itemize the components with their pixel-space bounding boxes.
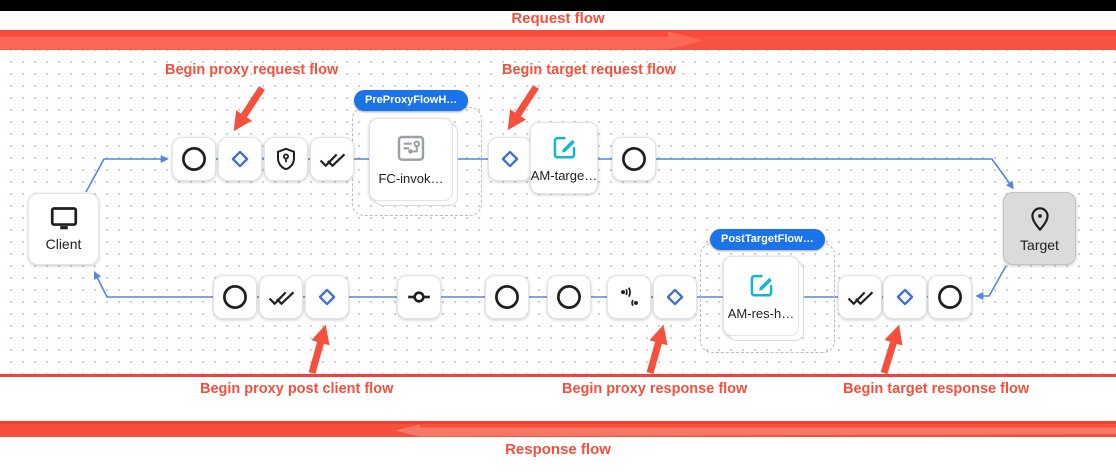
response-flow-arrow	[395, 424, 1116, 437]
step-target-response-condition[interactable]	[883, 275, 927, 319]
inline-connector-icon	[408, 291, 430, 303]
step-proxy-response-condition[interactable]	[653, 275, 697, 319]
diamond-icon	[231, 150, 249, 168]
annotation-target-response: Begin target response flow	[843, 381, 1030, 397]
assign-message-response-label: AM-res-h…	[727, 305, 795, 321]
step-target-request-end[interactable]	[612, 137, 656, 181]
request-flow-label: Request flow	[511, 10, 605, 27]
request-flow-bar	[0, 30, 1116, 50]
circle-icon	[495, 285, 519, 309]
annotation-proxy-response: Begin proxy response flow	[562, 381, 748, 397]
diamond-icon	[318, 288, 336, 306]
assign-message-target-label: AM-targe…	[530, 167, 598, 183]
monitor-icon	[50, 207, 77, 230]
assign-message-response-step[interactable]: AM-res-h…	[723, 256, 799, 336]
annotation-target-request: Begin target request flow	[502, 62, 677, 78]
location-pin-icon	[1030, 206, 1049, 231]
step-proxy-request-start[interactable]	[172, 137, 216, 181]
step-security-policy[interactable]	[264, 137, 308, 181]
assign-message-target-step[interactable]: AM-targe…	[530, 122, 598, 194]
flow-callout-label: FC-invok…	[378, 170, 444, 186]
flow-callout-icon	[397, 135, 425, 161]
step-inline-connector[interactable]	[397, 275, 441, 319]
response-flow-bar	[0, 424, 1116, 437]
circle-icon	[622, 147, 646, 171]
edit-square-icon	[553, 136, 575, 159]
step-target-request-condition[interactable]	[488, 137, 532, 181]
annotation-proxy-request: Begin proxy request flow	[165, 62, 339, 78]
signal-icon	[620, 286, 638, 306]
step-proxy-response-circle-1[interactable]	[485, 275, 529, 319]
diamond-icon	[666, 288, 684, 306]
step-telemetry-policy[interactable]	[607, 275, 651, 319]
step-post-client-verify[interactable]	[259, 275, 303, 319]
response-flow-bar-edge	[0, 421, 1116, 424]
step-proxy-response-circle-2[interactable]	[547, 275, 591, 319]
circle-icon	[223, 285, 247, 309]
client-node[interactable]: Client	[28, 193, 99, 265]
diamond-icon	[896, 288, 914, 306]
canvas-bottom-border	[0, 374, 1116, 377]
client-label: Client	[45, 236, 82, 252]
double-check-icon	[847, 291, 873, 306]
step-post-client-end[interactable]	[213, 275, 257, 319]
target-node[interactable]: Target	[1003, 192, 1076, 265]
double-check-icon	[268, 291, 294, 306]
step-verify-policy[interactable]	[310, 137, 354, 181]
shield-key-icon	[277, 147, 295, 171]
step-target-response-start[interactable]	[928, 275, 972, 319]
window-chrome-bar	[0, 0, 1116, 11]
post-target-flowhook-badge[interactable]: PostTargetFlow…	[710, 229, 825, 250]
step-target-response-verify[interactable]	[838, 275, 882, 319]
edit-square-icon	[750, 274, 772, 297]
circle-icon	[182, 147, 206, 171]
flow-callout-step[interactable]: FC-invok…	[369, 118, 453, 201]
diamond-icon	[501, 150, 519, 168]
response-flow-label: Response flow	[505, 441, 611, 458]
request-flow-arrow	[0, 30, 1116, 50]
flow-canvas[interactable]	[0, 50, 1116, 374]
annotation-proxy-post-client: Begin proxy post client flow	[200, 381, 394, 397]
target-label: Target	[1020, 236, 1059, 253]
circle-icon	[557, 285, 581, 309]
circle-icon	[938, 285, 962, 309]
double-check-icon	[319, 153, 345, 168]
step-post-client-condition[interactable]	[305, 275, 349, 319]
pre-proxy-flowhook-badge[interactable]: PreProxyFlowH…	[354, 90, 469, 111]
step-proxy-request-condition[interactable]	[218, 137, 262, 181]
